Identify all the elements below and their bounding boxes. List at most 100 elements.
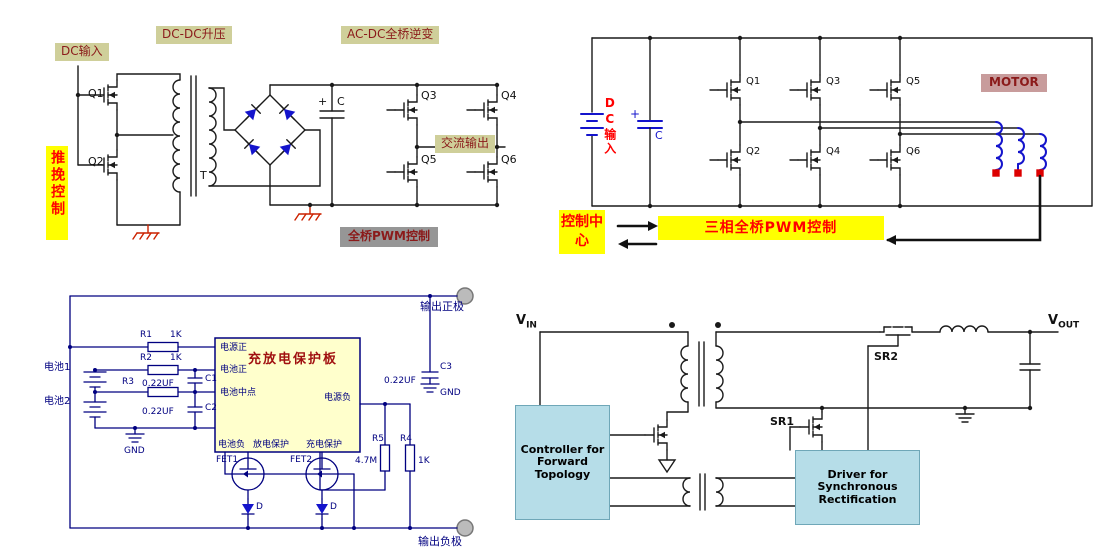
- board-title: 充放电保护板: [248, 352, 339, 367]
- output-negative-terminal: [456, 519, 474, 537]
- r5-label: R5: [372, 434, 384, 444]
- sr2-label: SR2: [874, 350, 899, 363]
- q2-label: Q2: [88, 155, 104, 168]
- push-pull-label: 推挽控制: [46, 146, 69, 240]
- r1-value: 1K: [170, 330, 182, 340]
- gnd-label-1: GND: [124, 446, 145, 456]
- controller-box: Controller for Forward Topology: [515, 405, 610, 520]
- mosfet-q3: [394, 94, 418, 126]
- pin-power-negative: 电源负: [324, 393, 352, 403]
- cap2-label: C: [655, 129, 663, 142]
- fet1-label: FET1: [216, 455, 239, 465]
- battery2-icon: [83, 401, 107, 418]
- r2-value: 1K: [170, 353, 182, 363]
- q4-label: Q4: [501, 89, 517, 102]
- vout-label: VOUT: [1048, 313, 1080, 331]
- ac-output-label: 交流输出: [435, 135, 496, 153]
- transformer-primary: [680, 345, 689, 403]
- resistor-r5: [379, 444, 391, 472]
- transformer-secondary: [208, 87, 217, 187]
- panel2-motor-drive-circuit: [580, 35, 1093, 249]
- q6-label: Q6: [501, 153, 517, 166]
- q5-label: Q5: [421, 153, 437, 166]
- battery1-label: 电池1: [44, 362, 71, 373]
- r4-label: R4: [400, 434, 412, 444]
- boost-label: DC-DC升压: [156, 26, 232, 44]
- c2-label: C2: [205, 403, 218, 413]
- panel1-inverter-circuit: [75, 65, 506, 240]
- pin-battery-positive: 电池正: [220, 365, 248, 375]
- r1-label: R1: [140, 330, 152, 340]
- c3-label: C3: [440, 362, 453, 372]
- dc-input-label: DC输入: [55, 43, 109, 61]
- vin-label: VIN: [516, 313, 537, 331]
- pin-power-positive: 电源正: [220, 343, 248, 353]
- mosfet-q6: [877, 144, 901, 176]
- motor-terminal-dots: [992, 169, 1044, 177]
- inverter-label: AC-DC全桥逆变: [341, 26, 440, 44]
- q1-2-label: Q1: [746, 76, 761, 87]
- pin-discharge-protect: 放电保护: [253, 440, 290, 450]
- mosfet-main-switch: [644, 419, 668, 451]
- battery1-icon: [83, 371, 107, 388]
- r4-value: 1K: [418, 456, 430, 466]
- r3-label: R3: [122, 377, 134, 387]
- diode-icon: [315, 498, 329, 520]
- transformer-primary: [172, 79, 181, 193]
- cap2-plus-label: +: [630, 107, 641, 121]
- motor-winding-icons: [995, 121, 1047, 171]
- q6-2-label: Q6: [906, 146, 921, 157]
- triangle-ground-icon: [657, 459, 677, 474]
- q3-label: Q3: [421, 89, 437, 102]
- mosfet-q3: [797, 74, 821, 106]
- gate-transformer-secondary: [715, 477, 724, 507]
- mosfet-q1: [717, 74, 741, 106]
- c3-value: 0.22UF: [384, 376, 416, 386]
- dc-input2-label: DC输入: [602, 96, 617, 156]
- mosfet-q5: [877, 74, 901, 106]
- c2-value: 0.22UF: [142, 407, 174, 417]
- mosfet-q2: [717, 144, 741, 176]
- mosfet-sr1: [799, 411, 823, 443]
- control-center-label: 控制中心: [559, 210, 605, 254]
- ground-icon: [420, 377, 440, 393]
- diode-icon: [241, 498, 255, 520]
- q3-2-label: Q3: [826, 76, 841, 87]
- cap-plus-label: +: [318, 95, 328, 108]
- gnd-label-2: GND: [440, 388, 461, 398]
- motor-label: MOTOR: [981, 74, 1047, 92]
- q4-2-label: Q4: [826, 146, 841, 157]
- protection-board-box: [214, 337, 361, 453]
- inductor-icon: [939, 325, 989, 333]
- gate-transformer-primary: [682, 477, 691, 507]
- mosfet-q5: [394, 156, 418, 188]
- driver-box: Driver for Synchronous Rectification: [795, 450, 920, 525]
- mosfet-q6: [474, 156, 498, 188]
- panel4-forward-converter-circuit: [539, 322, 1059, 511]
- d2-label: D: [330, 502, 337, 512]
- capacitor-icon: [637, 120, 663, 129]
- c1-value: 0.22UF: [142, 379, 174, 389]
- sr1-label: SR1: [770, 415, 795, 428]
- pin-battery-mid: 电池中点: [220, 388, 257, 398]
- ground-icon: [125, 427, 145, 443]
- pwm-control-label: 全桥PWM控制: [340, 227, 438, 247]
- r2-label: R2: [140, 353, 152, 363]
- pin-charge-protect: 充电保护: [306, 440, 343, 450]
- q2-2-label: Q2: [746, 146, 761, 157]
- three-phase-pwm-label: 三相全桥PWM控制: [658, 216, 884, 240]
- fet2-label: FET2: [290, 455, 313, 465]
- ground-icon: [294, 205, 322, 221]
- resistor-r1: [147, 341, 179, 353]
- resistor-r2: [147, 364, 179, 376]
- transformer-secondary: [715, 345, 724, 403]
- battery-icon: [580, 113, 604, 136]
- output-negative-label: 输出负极: [418, 535, 462, 548]
- d1-label: D: [256, 502, 263, 512]
- mosfet-sr2: [867, 326, 941, 451]
- q1-label: Q1: [88, 87, 104, 100]
- ground-icon: [132, 224, 160, 240]
- panel3-battery-protection-circuit: [68, 287, 474, 537]
